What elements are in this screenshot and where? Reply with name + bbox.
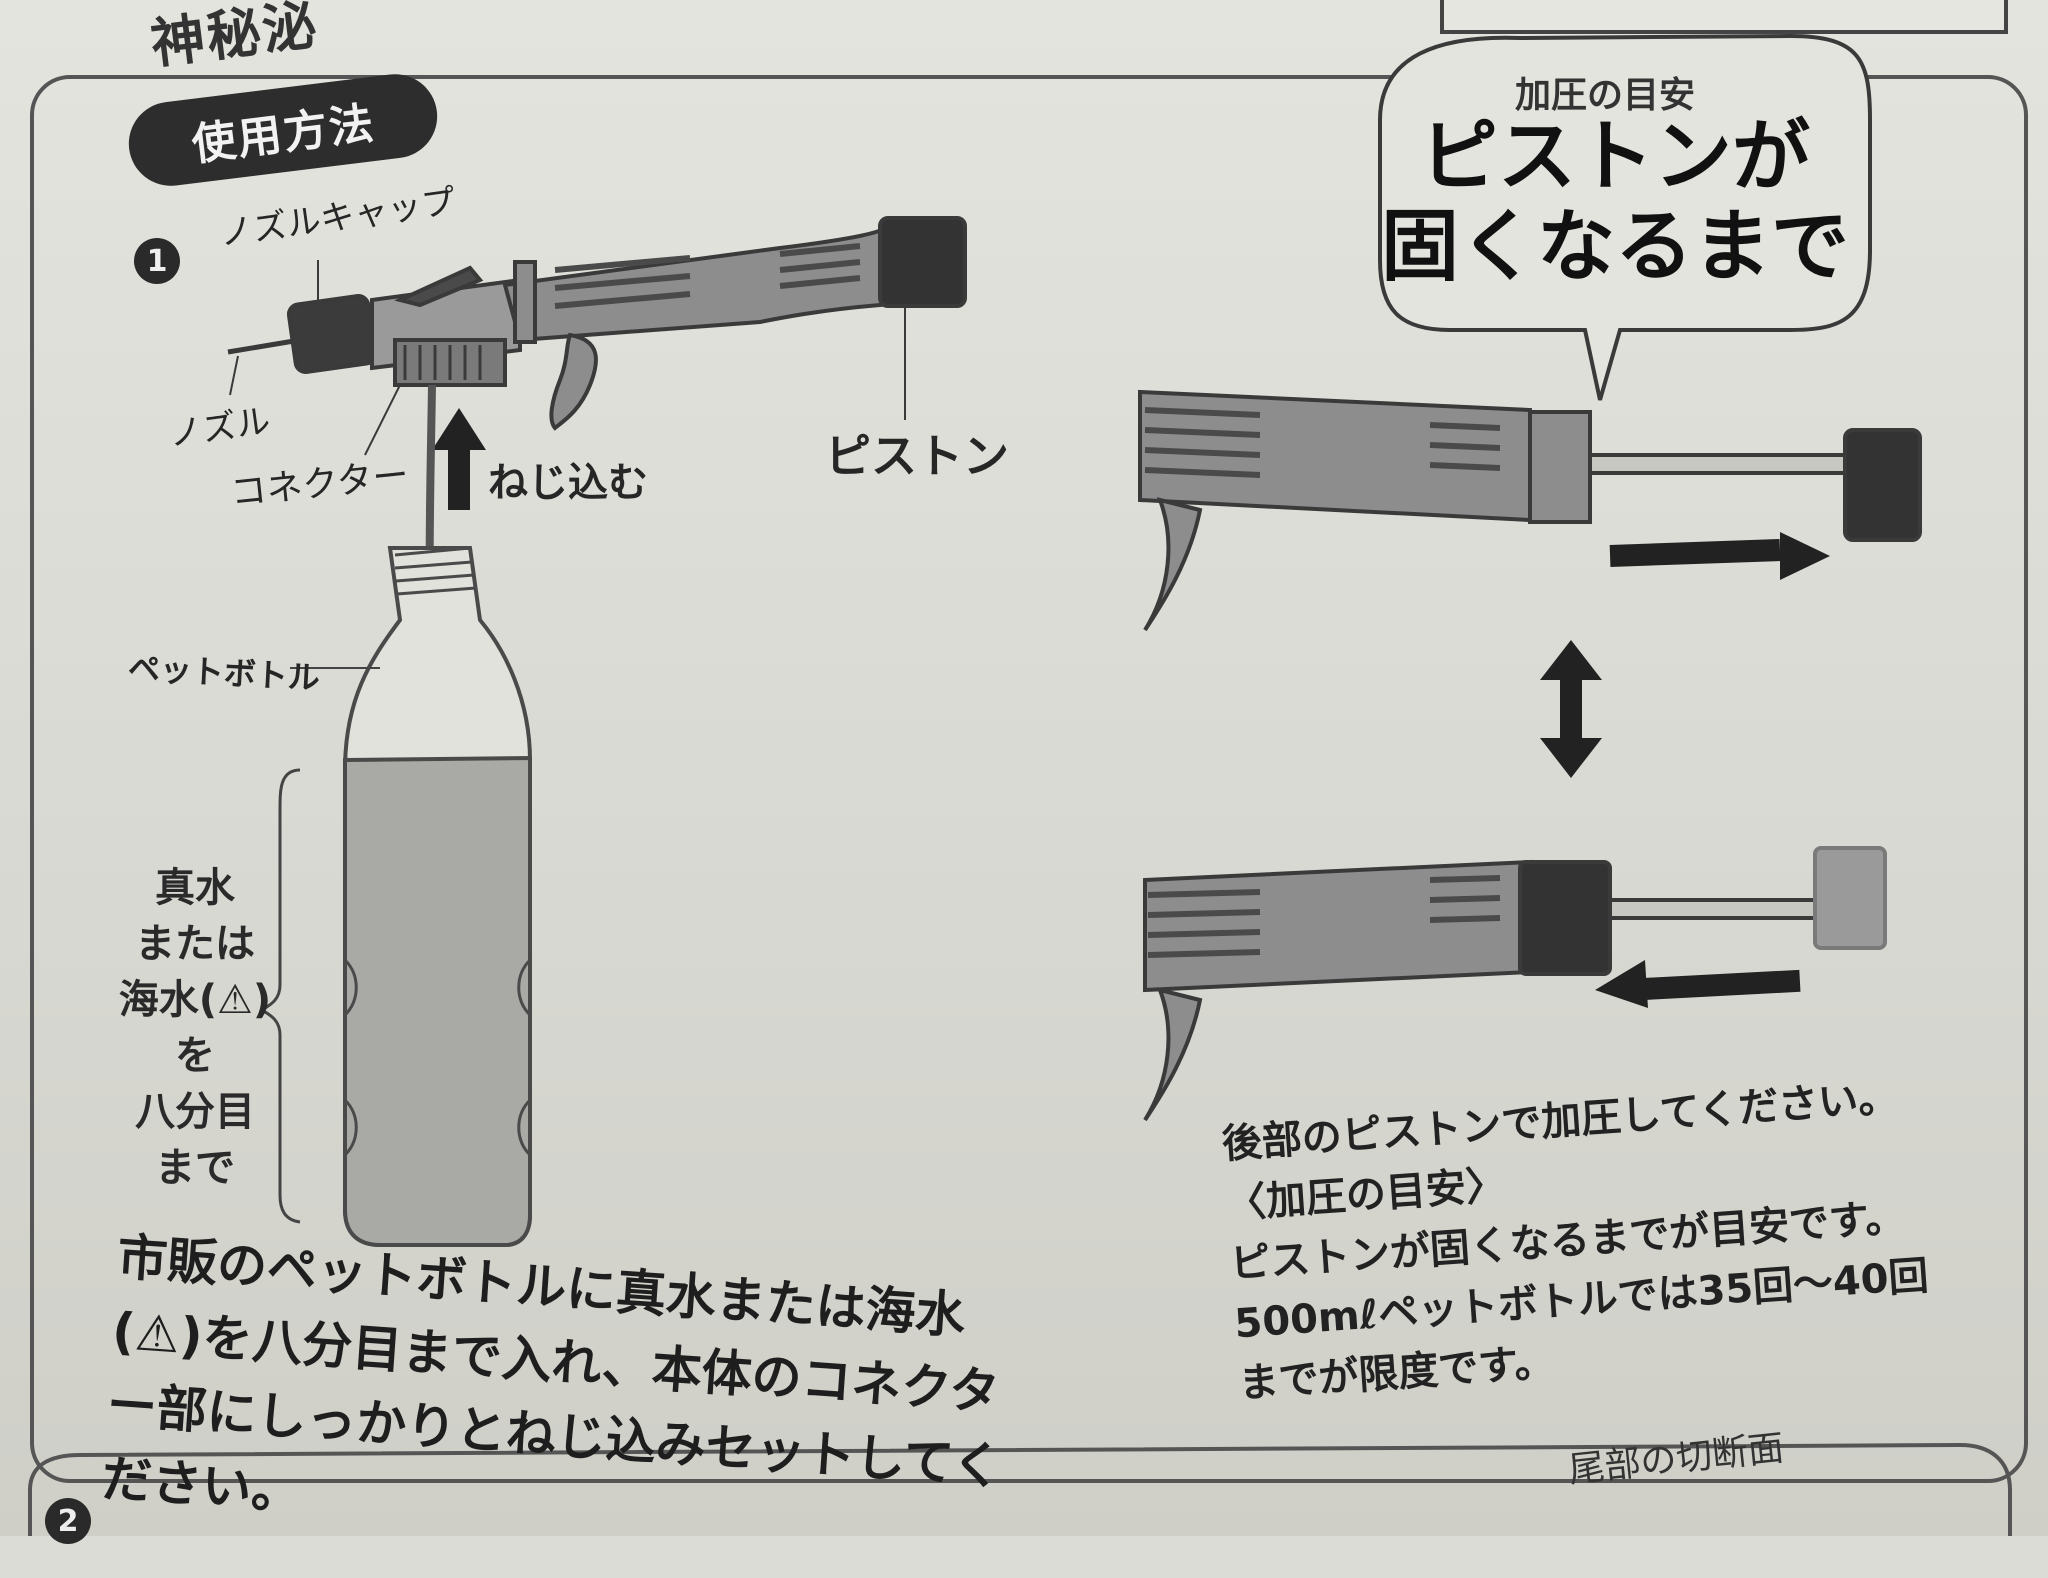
speech-bubble xyxy=(1378,33,1872,401)
arrow-up-down xyxy=(1540,640,1602,778)
pet-bottle-illustration xyxy=(343,546,532,1247)
label-piston: ピストン xyxy=(825,429,1009,483)
sprayer-illustration xyxy=(227,216,967,456)
arrow-push-left xyxy=(1595,960,1801,1008)
screw-in-arrow xyxy=(432,408,486,510)
bubble-big-line-1: ピストンが xyxy=(1419,112,1810,202)
fill-level-line-1: 真水 xyxy=(155,865,235,911)
fill-level-bracket xyxy=(259,768,301,1224)
leader-nozzle xyxy=(229,355,239,396)
step1-caption: 市販のペットボトルに真水または海水(⚠)を八分目まで入れ、本体のコネクター部にし… xyxy=(99,1227,1004,1522)
nozzle-tip xyxy=(227,337,301,355)
bottle-water xyxy=(343,755,532,1247)
barrel-ring xyxy=(513,260,537,344)
step1-number: 1 xyxy=(134,238,180,284)
grip-lines xyxy=(554,243,861,309)
bubble-small-text: 加圧の目安 xyxy=(1515,75,1696,116)
fill-level-line-4: 八分目 xyxy=(135,1089,255,1135)
illustration-layer xyxy=(28,33,2012,1536)
pump-extended-illustration xyxy=(1138,389,1922,632)
fill-level-line-3: 海水(⚠)を xyxy=(118,977,272,1079)
instruction-page: 神秘泌 使用方法 xyxy=(0,0,2048,1544)
pressure-caption: 後部のピストンで加圧してください。 〈加圧の目安〉 ピストンが固くなるまでが目安… xyxy=(1220,1066,1939,1414)
nozzle-cap-shape xyxy=(286,294,378,374)
pump-compressed-illustration xyxy=(1143,846,1887,1122)
step2-panel-border xyxy=(28,1442,2012,1536)
piston-end xyxy=(878,216,967,308)
leader-connector xyxy=(364,384,401,456)
arrow-pull-right xyxy=(1609,532,1830,580)
bottle-threads xyxy=(394,546,477,596)
trigger xyxy=(549,332,598,431)
step2-number: 2 xyxy=(45,1498,91,1544)
fill-level-line-2: または xyxy=(135,921,255,967)
bubble-big-line-2: 固くなるまで xyxy=(1380,202,1849,292)
top-right-box xyxy=(1440,0,2008,34)
fill-level-line-5: まで xyxy=(155,1145,235,1191)
fill-level-label: 真水 または 海水(⚠)を 八分目 まで xyxy=(110,860,280,1196)
top-lever xyxy=(393,265,484,308)
bubble-big-text: ピストンが 固くなるまで xyxy=(1380,112,1850,292)
label-screw-in: ねじ込む xyxy=(488,460,648,506)
